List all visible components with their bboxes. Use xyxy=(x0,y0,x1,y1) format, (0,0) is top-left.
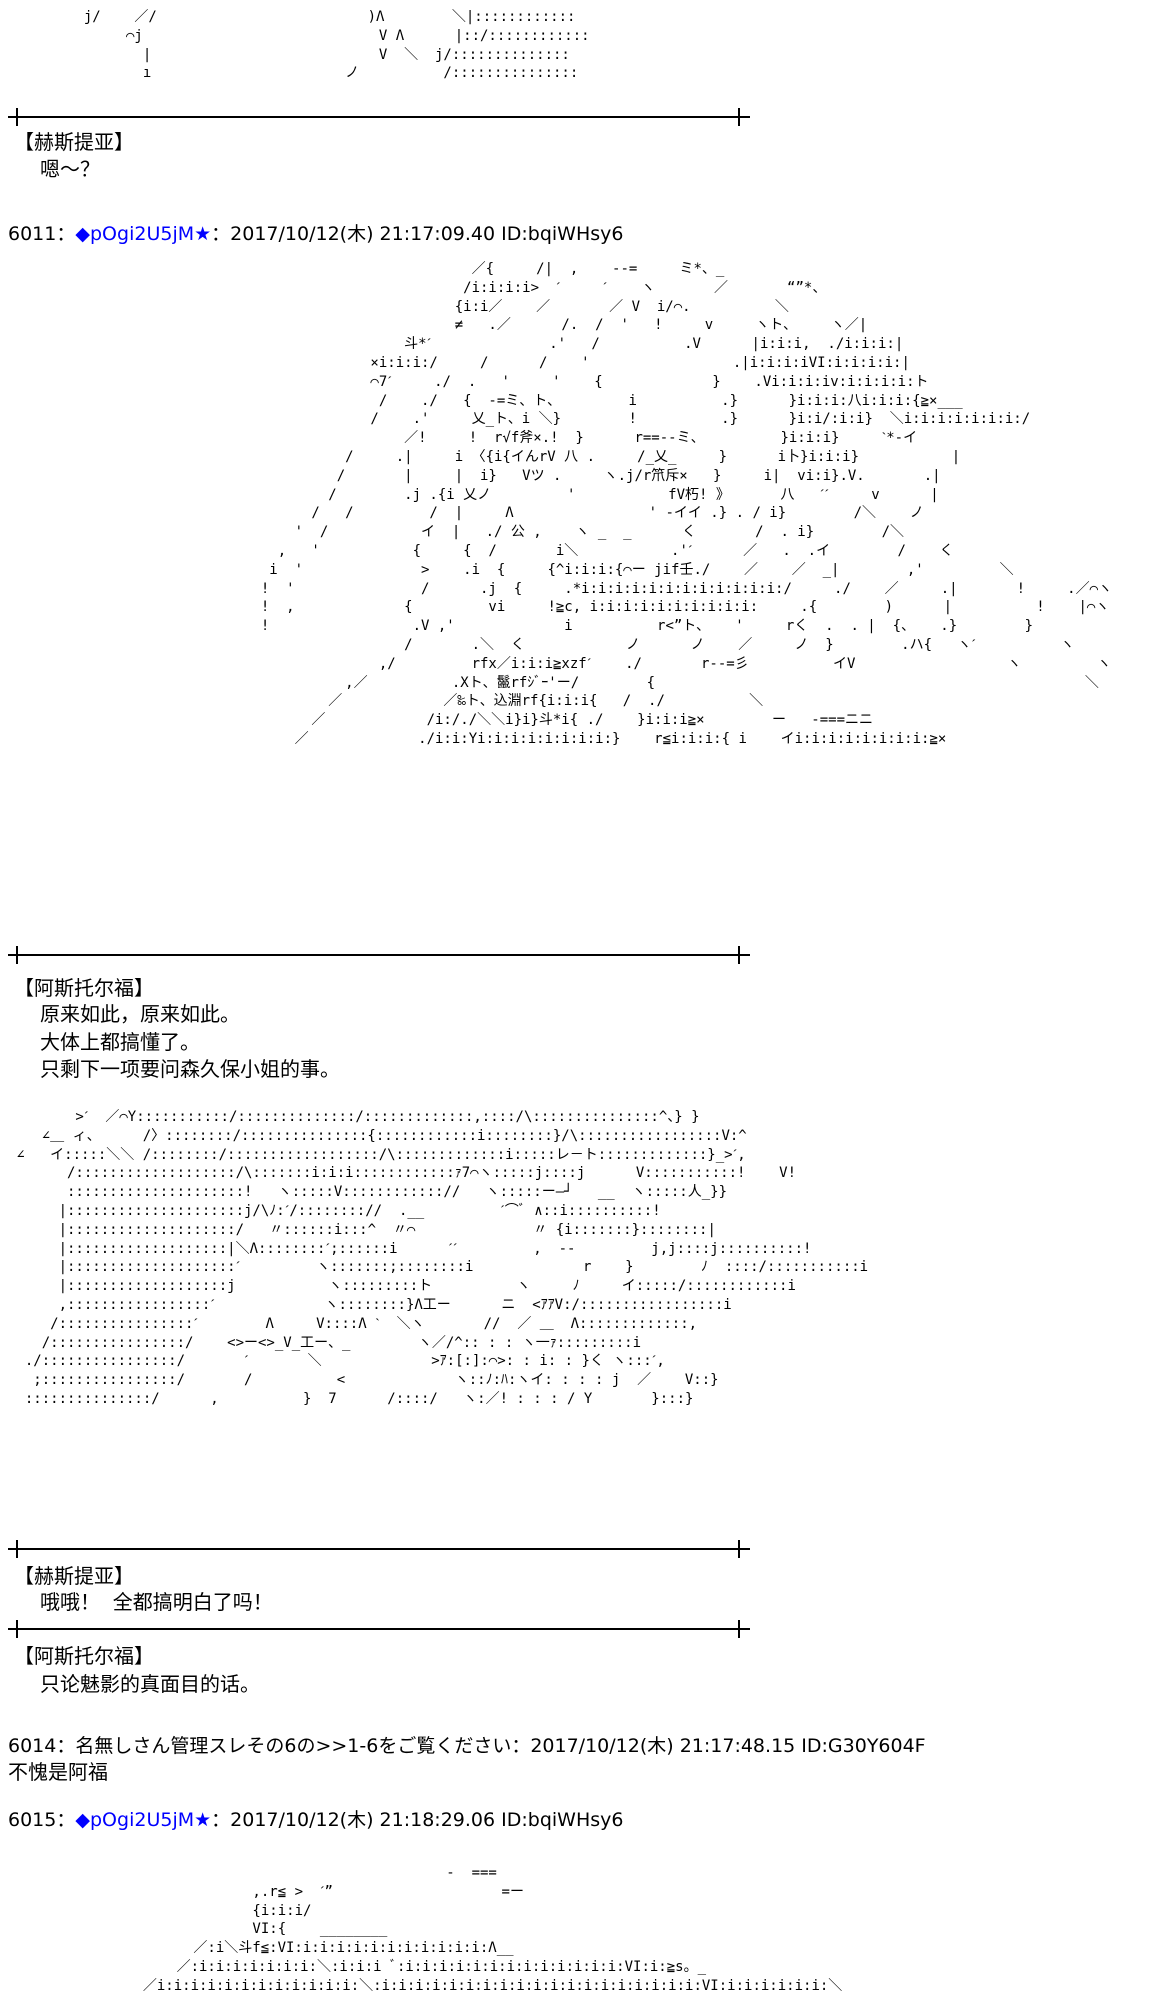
trip-diamond-icon: ◆ xyxy=(75,223,90,245)
trip-diamond-icon: ◆ xyxy=(75,1809,90,1831)
ascii-art-6011: ／{ /| , --= ミ*、_ /i:i:i:i> ˊ ˊ ヽ ／ “”*、 … xyxy=(260,261,1113,747)
dialogue-line: 嗯～？ xyxy=(40,157,100,181)
star-icon: ★ xyxy=(194,1809,212,1831)
dialogue-line: 只剩下一项要问森久保小姐的事。 xyxy=(40,1057,340,1081)
ascii-art-top: j/ ／/ )Λ ＼|:::::::::::: ⌒j V Λ |::/:::::… xyxy=(83,9,590,82)
post-header-6015: 6015：◆pOgi2U5jM★：2017/10/12(木) 21:18:29.… xyxy=(8,1808,623,1832)
post-header-6011: 6011：◆pOgi2U5jM★：2017/10/12(木) 21:17:09.… xyxy=(8,222,623,246)
post-separator: ： xyxy=(56,1809,76,1831)
section-divider xyxy=(8,946,750,964)
ascii-art-bottom: ‐ === ,.r≦ > ˊ” =ー {i:i:i/ VI:{ ________… xyxy=(142,1865,843,1994)
dialogue-line: 大体上都搞懂了。 xyxy=(40,1030,200,1054)
star-icon: ★ xyxy=(194,223,212,245)
trip-code[interactable]: pOgi2U5jM xyxy=(90,1809,195,1831)
speaker-name: 【阿斯托尔福】 xyxy=(14,976,154,1000)
section-divider xyxy=(8,1620,750,1638)
speaker-name: 【阿斯托尔福】 xyxy=(14,1644,154,1668)
ascii-art-mid: >ˊ ／⌒Y:::::::::::/::::::::::::::/:::::::… xyxy=(16,1109,869,1407)
post-separator: ： xyxy=(56,223,76,245)
dialogue-line: 只论魅影的真面目的话。 xyxy=(40,1672,260,1696)
post-meta: ：2017/10/12(木) 21:17:09.40 ID:bqiWHsy6 xyxy=(211,223,624,245)
post-number: 6011 xyxy=(8,223,57,245)
post-meta: ：2017/10/12(木) 21:18:29.06 ID:bqiWHsy6 xyxy=(211,1809,624,1831)
speaker-name: 【赫斯提亚】 xyxy=(14,1564,134,1588)
dialogue-line: 原来如此，原来如此。 xyxy=(40,1002,240,1026)
section-divider xyxy=(8,108,750,126)
dialogue-line: 哦哦！ 全都搞明白了吗！ xyxy=(40,1590,273,1614)
trip-code[interactable]: pOgi2U5jM xyxy=(90,223,195,245)
post-number: 6015 xyxy=(8,1809,57,1831)
post-header-6014: 6014：名無しさん管理スレその6の>>1-6をご覧ください：2017/10/1… xyxy=(8,1735,926,1757)
speaker-name: 【赫斯提亚】 xyxy=(14,130,134,154)
section-divider xyxy=(8,1540,750,1558)
post-body-6014: 不愧是阿福 xyxy=(8,1760,108,1784)
